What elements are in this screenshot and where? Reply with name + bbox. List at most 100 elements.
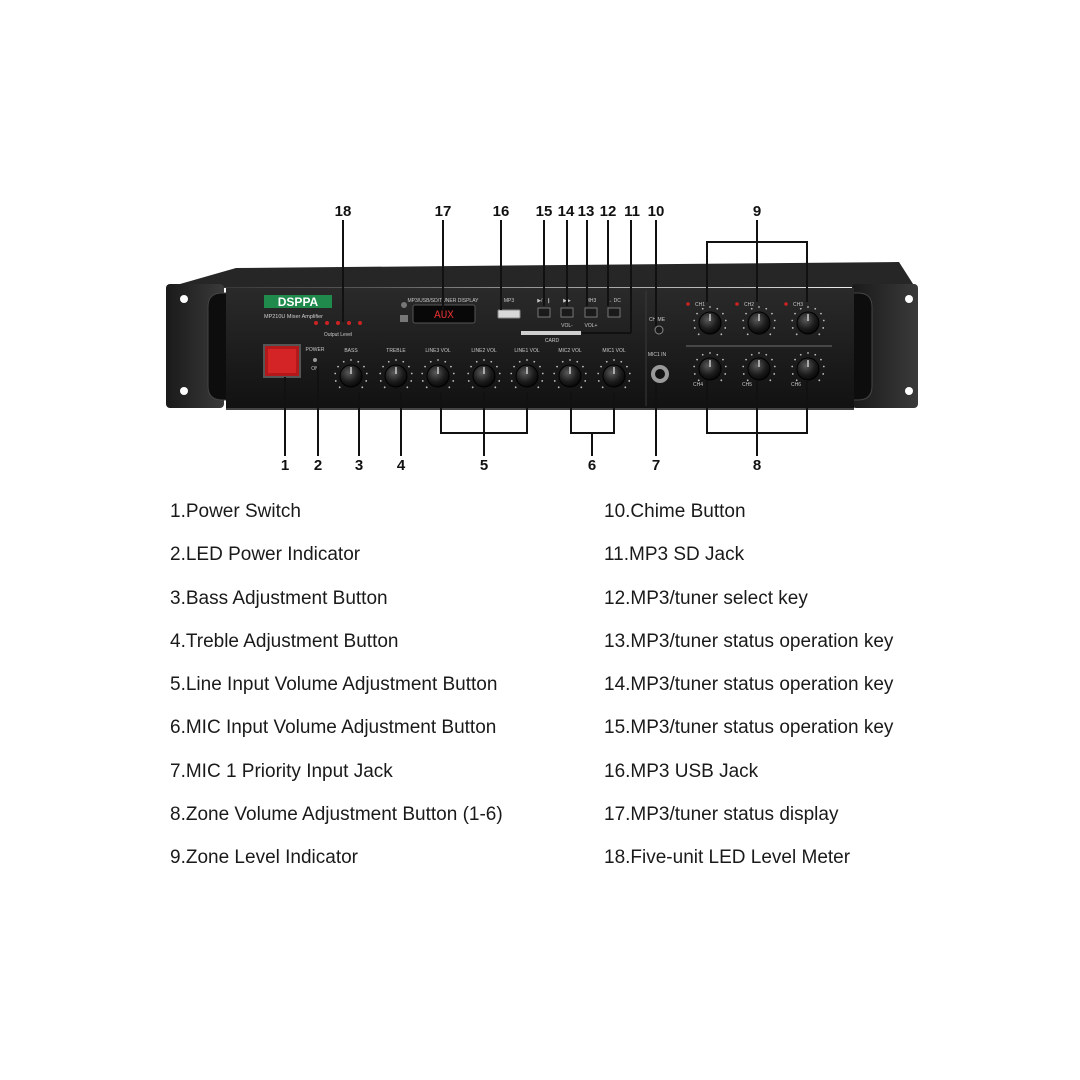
zone-volume-knob[interactable] — [791, 352, 825, 382]
knob-tick — [795, 333, 798, 336]
knob-body — [472, 364, 496, 388]
knob-tick — [745, 312, 747, 315]
knob-tick — [556, 365, 558, 368]
knob-tick — [818, 379, 821, 382]
legend-item-6: 6.MIC Input Volume Adjustment Button — [170, 717, 497, 739]
zone-volume-knob[interactable] — [693, 352, 727, 382]
knob-tick — [693, 319, 696, 322]
vol-minus-label: VOL- — [561, 323, 573, 329]
knob-tick — [709, 306, 711, 308]
knob-tick — [822, 365, 825, 368]
power-switch-rocker — [268, 349, 296, 373]
knob-tick — [408, 365, 410, 368]
led-level-meter: Output Level — [314, 321, 362, 338]
knob-tick — [553, 380, 556, 382]
knob-tick — [483, 359, 485, 361]
level-led — [325, 321, 329, 325]
knob-tick — [794, 358, 796, 361]
knob-tick — [429, 360, 432, 363]
usb-caption: MP3 — [504, 298, 515, 304]
knob-tick — [576, 360, 579, 363]
zone-label: CH4 — [693, 382, 703, 388]
power-led — [313, 358, 317, 362]
zone-label: CH3 — [793, 302, 803, 308]
callout-5: 5 — [480, 457, 488, 474]
zone-volume-knob[interactable] — [693, 306, 727, 336]
knob-tick — [514, 386, 517, 389]
input-knob[interactable]: LINE3 VOL — [421, 348, 455, 389]
knob-tick — [361, 386, 364, 389]
knob-tick — [758, 352, 760, 354]
knob-tick — [620, 360, 623, 363]
knob-tick — [470, 365, 472, 368]
knob-tick — [697, 379, 700, 382]
knob-tick — [624, 386, 627, 389]
input-knob[interactable]: LINE2 VOL — [467, 348, 501, 389]
top-cover — [166, 262, 915, 288]
rack-hole — [180, 295, 188, 303]
knob-tick — [395, 359, 397, 361]
level-led — [314, 321, 318, 325]
knob-tick — [758, 306, 760, 308]
knob-tick — [697, 333, 700, 336]
play-pause-key[interactable] — [537, 307, 551, 318]
knob-tick — [337, 365, 339, 368]
knob-tick — [794, 312, 796, 315]
knob-tick — [773, 373, 776, 375]
knob-tick — [541, 380, 544, 382]
legend-left-column: 1.Power Switch 2.LED Power Indicator 3.B… — [170, 500, 503, 890]
zone-volume-knob[interactable] — [742, 352, 776, 382]
sd-card-slot[interactable] — [521, 331, 581, 335]
rack-hole — [180, 387, 188, 395]
zone-level-led — [735, 302, 739, 306]
knob-tick — [814, 307, 817, 310]
callout-13: 13 — [578, 203, 595, 220]
key-label: → DC — [607, 298, 621, 304]
knob-tick — [696, 312, 698, 315]
knob-tick — [597, 380, 600, 382]
knob-tick — [745, 358, 747, 361]
legend-item-13: 13.MP3/tuner status operation key — [604, 630, 894, 652]
knob-tick — [822, 327, 825, 329]
select-key[interactable] — [607, 307, 621, 318]
zone-volume-knob[interactable] — [791, 306, 825, 336]
knob-body — [558, 364, 582, 388]
knob-tick — [498, 380, 501, 382]
input-knob[interactable]: MIC2 VOL — [553, 348, 587, 389]
zone-volume-knob[interactable] — [742, 306, 776, 336]
input-knob[interactable]: MIC1 VOL — [597, 348, 631, 389]
knob-tick — [379, 380, 382, 382]
knob-tick — [553, 372, 556, 375]
knob-tick — [437, 359, 439, 361]
input-knob[interactable]: BASS — [334, 348, 368, 389]
legend-item-3: 3.Bass Adjustment Button — [170, 587, 388, 609]
level-meter-caption: Output Level — [324, 332, 352, 338]
input-knob[interactable]: TREBLE — [379, 348, 413, 389]
input-knob[interactable]: LINE1 VOL — [510, 348, 544, 389]
knob-tick — [722, 312, 724, 315]
knob-tick — [467, 380, 470, 382]
knob-tick — [467, 372, 470, 375]
knob-tick — [471, 386, 474, 389]
knob-tick — [746, 333, 749, 336]
knob-tick — [584, 380, 587, 382]
callout-6: 6 — [588, 457, 596, 474]
knob-tick — [791, 373, 794, 375]
knob-tick — [444, 360, 447, 363]
knob-tick — [510, 380, 513, 382]
knob-tick — [582, 365, 584, 368]
next-key[interactable] — [560, 307, 574, 318]
ir-sensor-icon — [400, 315, 408, 322]
knob-body — [698, 357, 722, 381]
knob-tick — [746, 379, 749, 382]
chime-button[interactable] — [654, 325, 664, 335]
knob-tick — [448, 386, 451, 389]
status-display-text: AUX — [434, 310, 454, 322]
knob-tick — [537, 386, 540, 389]
mode-key[interactable] — [584, 307, 598, 318]
knob-body — [796, 311, 820, 335]
legend-item-17: 17.MP3/tuner status display — [604, 804, 839, 826]
knob-tick — [742, 319, 745, 322]
knob-body — [426, 364, 450, 388]
usb-jack[interactable] — [497, 309, 521, 319]
